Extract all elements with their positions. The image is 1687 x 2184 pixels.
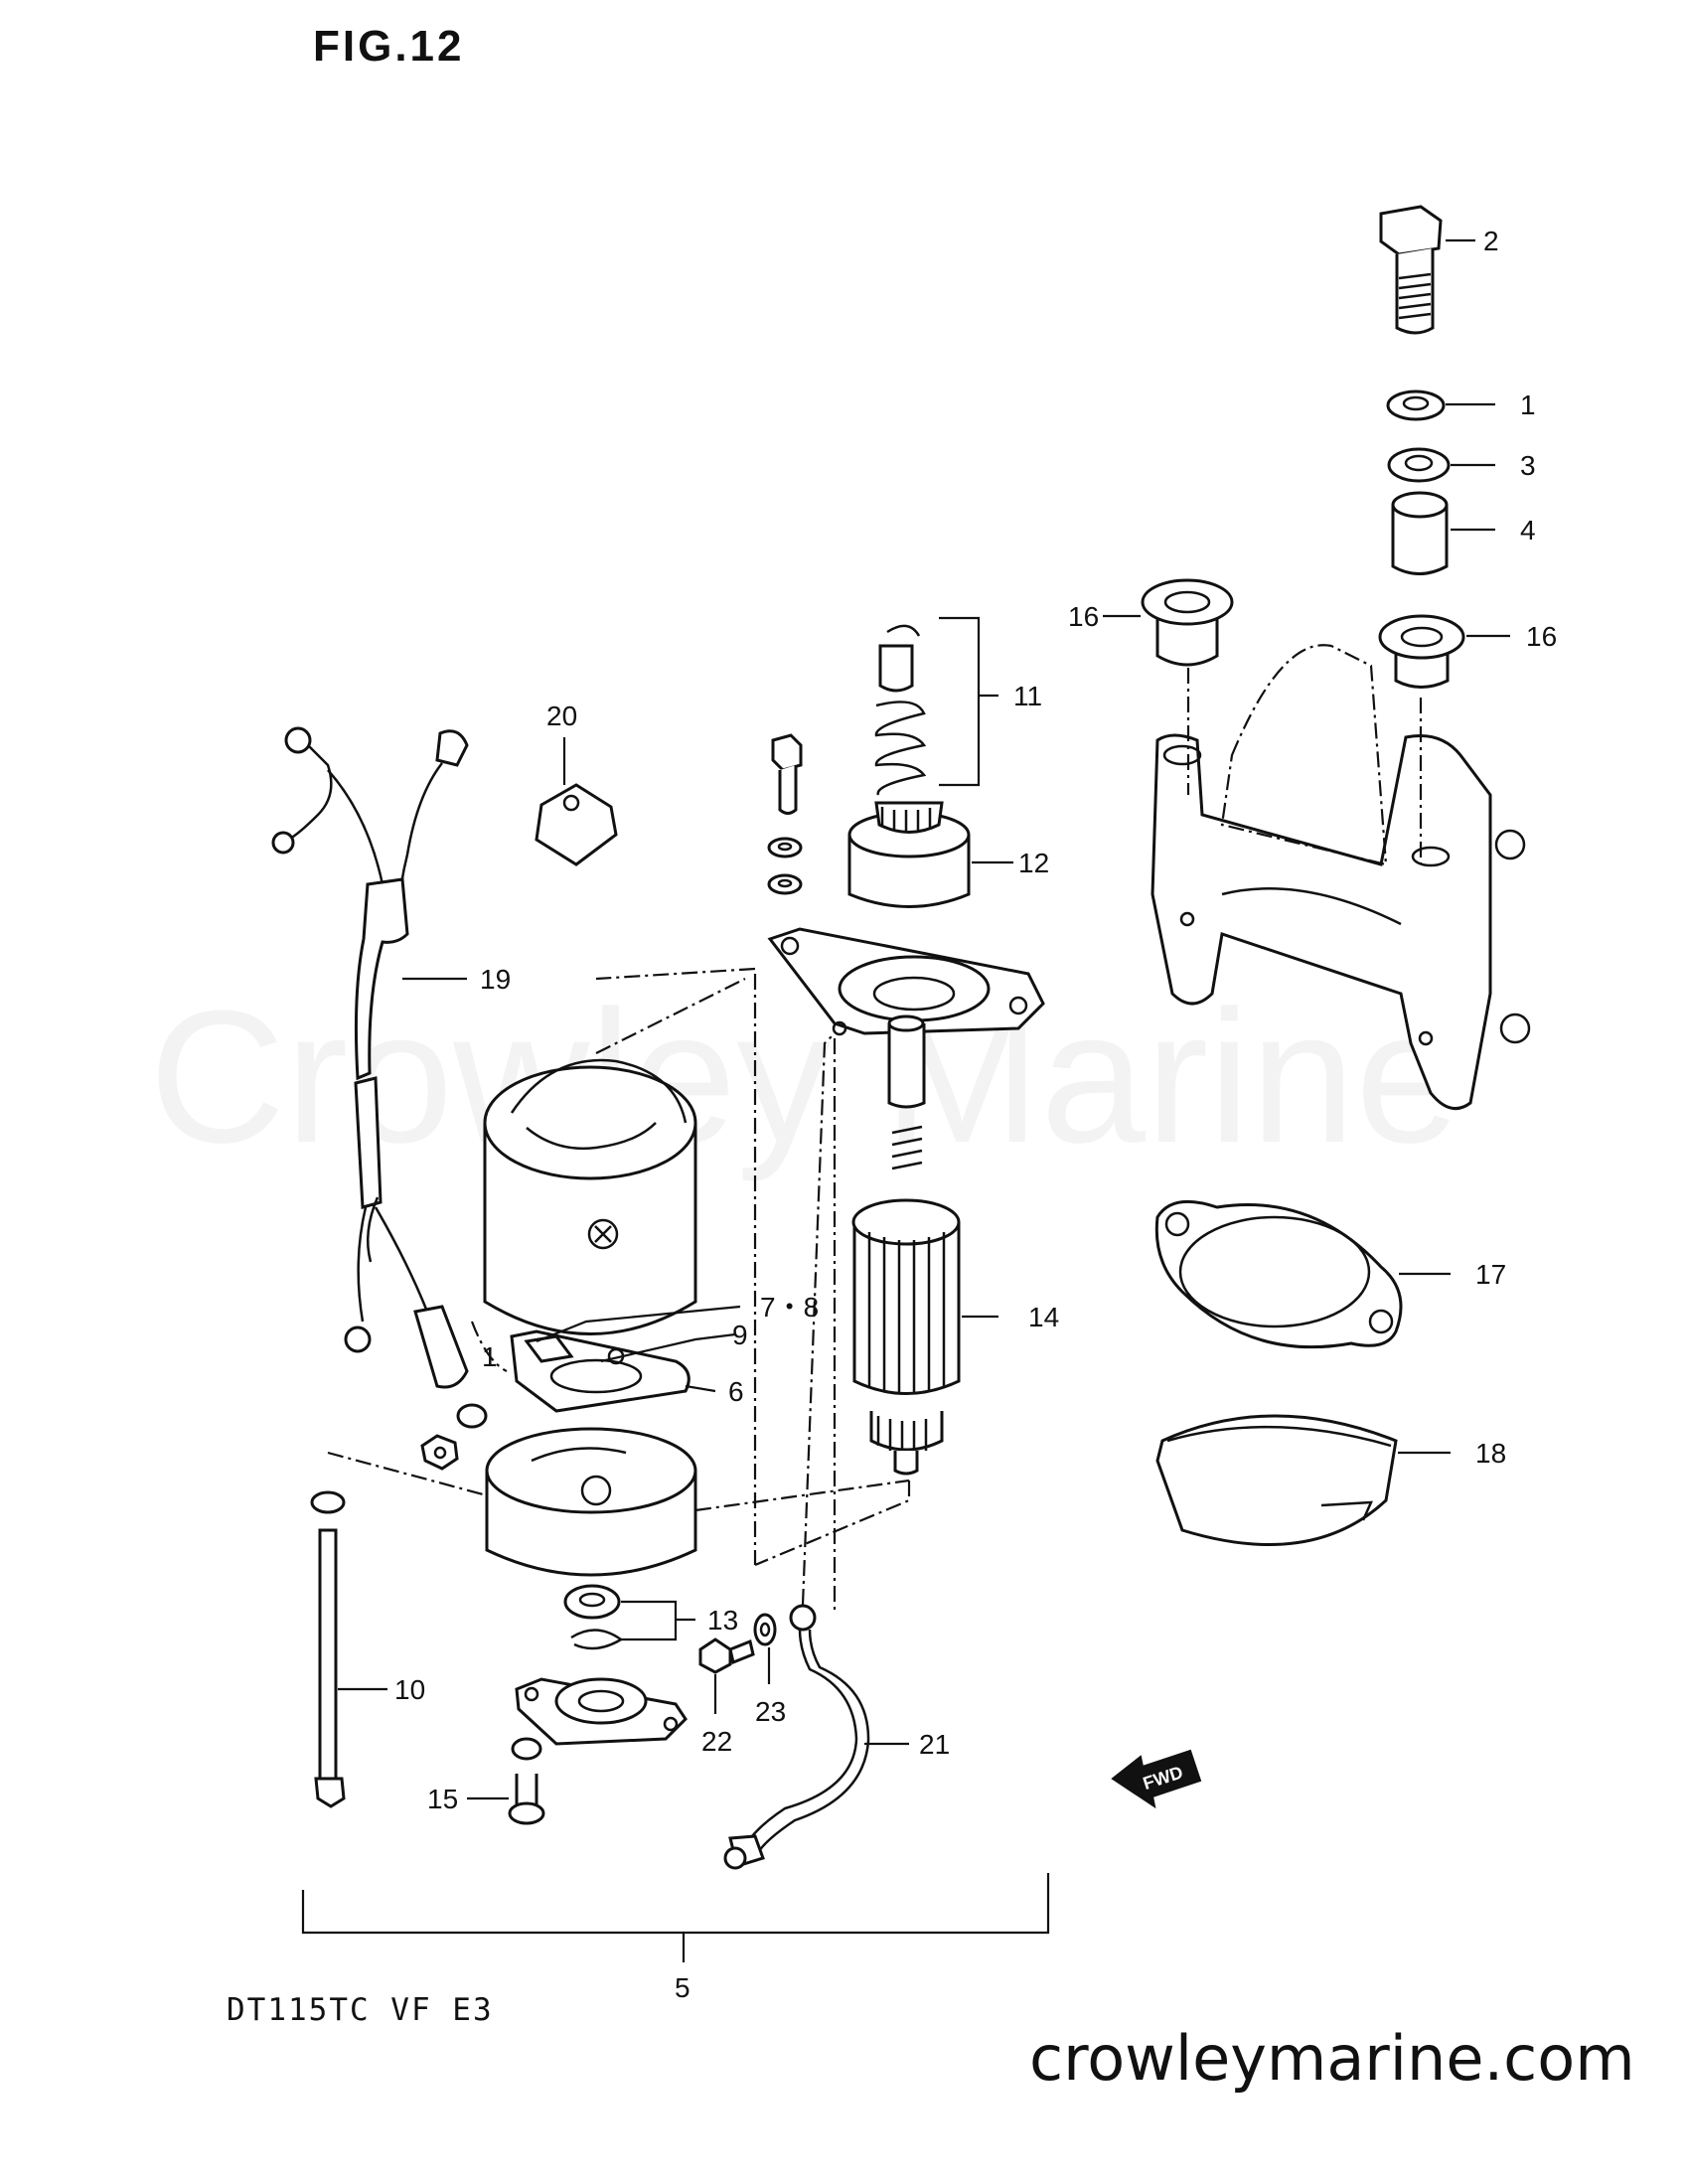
callout-17: 17: [1475, 1259, 1506, 1290]
pinion-gear-icon: [847, 801, 971, 908]
small-bolt-icon: [771, 733, 803, 815]
drive-housing-icon: [767, 927, 1045, 1036]
ground-cable-icon: [723, 1604, 870, 1870]
bearing-cap-icon: [515, 1677, 688, 1746]
fwd-arrow-icon: FWD: [1111, 1749, 1202, 1809]
callout-1: 1: [1520, 390, 1536, 420]
bolt-icon: [1379, 205, 1443, 335]
lock-washer-icon: [1386, 390, 1446, 421]
washer-ring-icon: [563, 1584, 624, 1650]
callout-1-lower: 1: [482, 1341, 498, 1372]
end-cover-icon: [485, 1427, 697, 1577]
bushing-icon: [1391, 491, 1449, 575]
pinion-spring-icon: [874, 624, 927, 796]
callout-19: 19: [480, 964, 511, 995]
callout-16-left: 16: [1068, 601, 1099, 632]
callout-22: 22: [701, 1726, 732, 1757]
brush-holder-icon: [510, 1329, 690, 1413]
callout-7-8: 7・8: [760, 1292, 819, 1323]
callout-21: 21: [919, 1729, 950, 1760]
callout-10: 10: [394, 1674, 425, 1705]
website-url: crowleymarine.com: [1029, 2022, 1635, 2095]
grommet-right-icon: [1378, 614, 1465, 689]
callout-23: 23: [755, 1696, 786, 1727]
small-washer-icon: [456, 1403, 488, 1429]
callout-5: 5: [675, 1972, 690, 2003]
callout-20: 20: [546, 701, 577, 731]
callout-11: 11: [1013, 681, 1042, 711]
model-code: DT115TC VF E3: [227, 1992, 494, 2028]
band-icon: [1155, 1414, 1398, 1547]
callout-3: 3: [1520, 450, 1536, 481]
callout-16-right: 16: [1526, 621, 1557, 652]
nut-icon: [420, 1434, 459, 1471]
screw-icon: [508, 1737, 545, 1825]
figure-title: FIG.12: [313, 22, 465, 71]
grommet-left-icon: [1141, 578, 1234, 667]
starter-bracket-icon: [1150, 644, 1531, 1111]
callout-13: 13: [707, 1605, 738, 1636]
callout-12: 12: [1018, 848, 1049, 878]
washer-icon: [1387, 447, 1451, 483]
small-bolt-icon: [698, 1638, 755, 1674]
small-washer-icon: [753, 1613, 777, 1646]
cable-clamp-icon: [535, 783, 618, 866]
callout-18: 18: [1475, 1438, 1506, 1469]
callout-9: 9: [732, 1320, 748, 1350]
through-bolt-icon: [310, 1490, 346, 1808]
armature-icon: [851, 1014, 961, 1476]
small-washer-icon: [767, 837, 803, 895]
starter-yoke-icon: [483, 978, 746, 1335]
callout-15: 15: [427, 1784, 458, 1814]
callout-2: 2: [1483, 226, 1499, 256]
callout-6: 6: [728, 1376, 744, 1407]
callout-14: 14: [1028, 1302, 1059, 1332]
gasket-icon: [1154, 1199, 1403, 1349]
wiring-harness-icon: [271, 726, 469, 1389]
callout-4: 4: [1520, 515, 1536, 546]
